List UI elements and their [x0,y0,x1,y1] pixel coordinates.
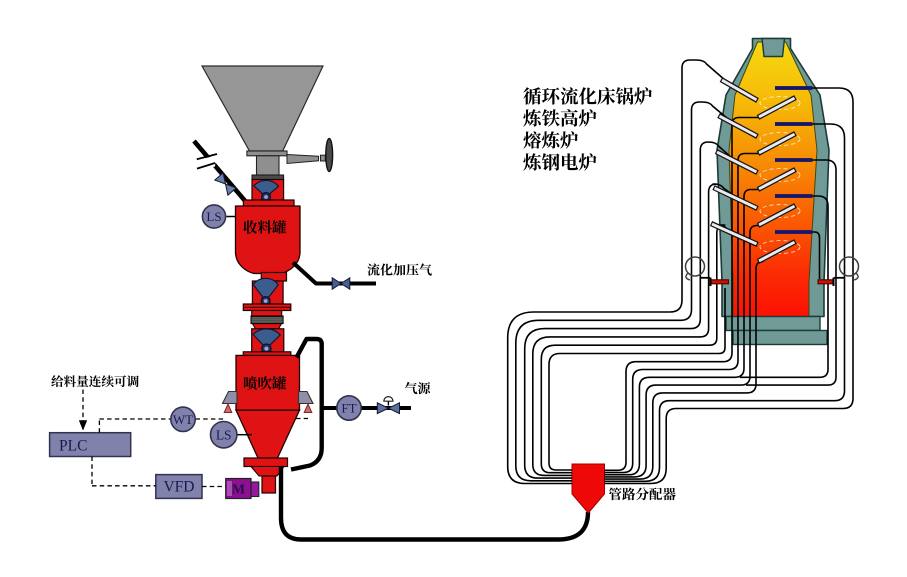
svg-text:WT: WT [173,412,193,427]
svg-text:M: M [232,483,245,498]
svg-text:VFD: VFD [163,479,194,496]
svg-text:LS: LS [216,428,232,443]
svg-text:PLC: PLC [59,438,87,455]
svg-text:FT: FT [341,401,356,416]
svg-text:LS: LS [206,209,221,224]
